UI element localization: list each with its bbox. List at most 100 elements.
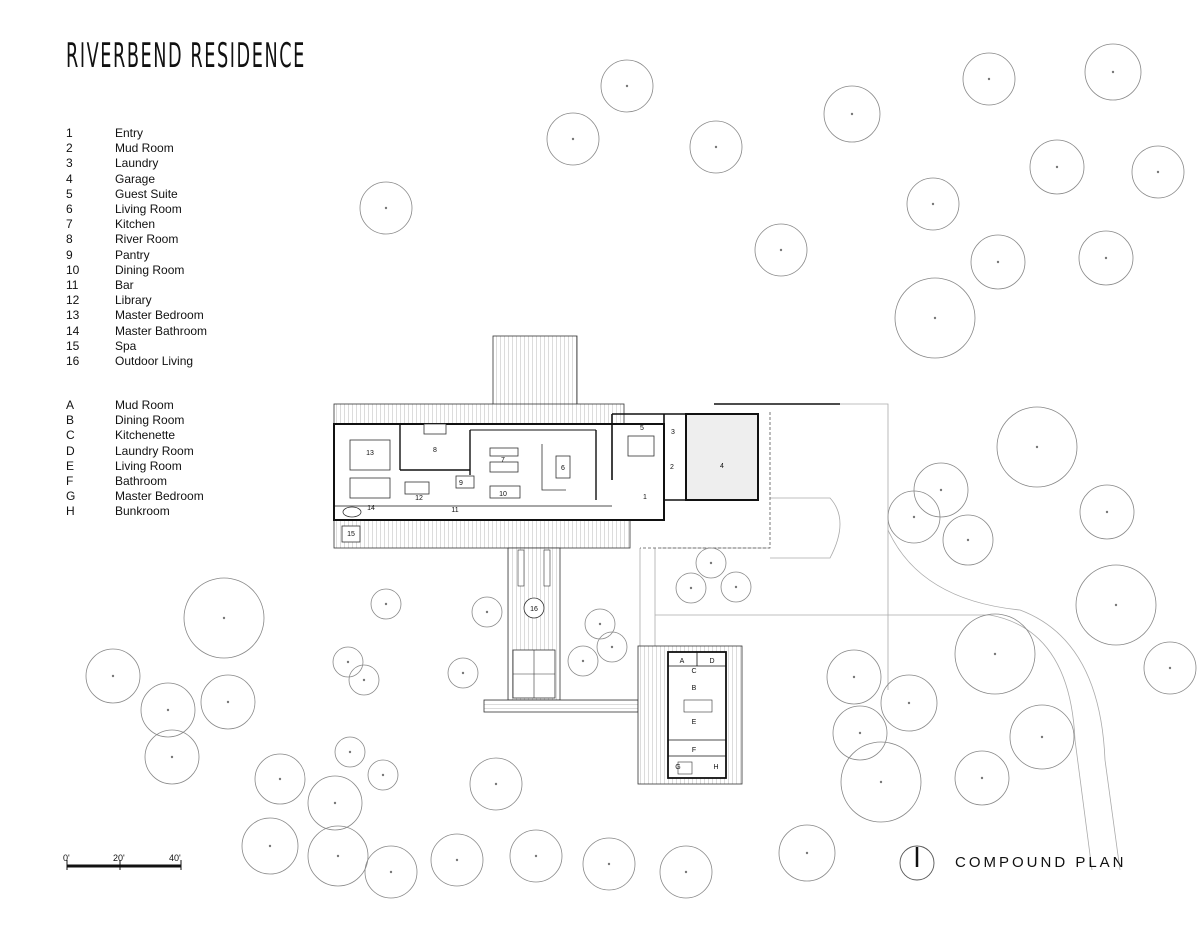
north-arrow-icon [899,845,935,881]
tree-trunk-dot [222,616,226,620]
legend-label: Guest Suite [115,186,178,201]
legend-label: Master Bedroom [115,489,204,504]
tree-canopy [307,775,363,831]
tree-canopy [1084,43,1142,101]
room-tag: D [709,658,714,665]
tree-trunk-dot [858,731,862,735]
tree-canopy [823,85,881,143]
scale-label-0: 0' [63,853,70,863]
room-tag: 5 [640,425,644,432]
legend-label: Garage [115,171,156,186]
tree-trunk-dot [278,777,282,781]
room-tag: 12 [415,495,423,502]
legend-label: Bunkroom [115,504,170,519]
tree-trunk-dot [779,248,783,252]
tree-trunk-dot [805,851,809,855]
legend-key: B [66,413,75,428]
room-tag: 3 [671,429,675,436]
legend-label: Dining Room [115,413,185,428]
tree-trunk-dot [931,202,935,206]
tree-trunk-dot [1111,70,1115,74]
plan-label: COMPOUND PLAN [955,854,1127,871]
tree-trunk-dot [461,671,465,675]
tree-trunk-dot [494,782,498,786]
tree-trunk-dot [362,678,366,682]
entry-wall [611,413,686,501]
tree-trunk-dot [336,854,340,858]
scale-bar [66,860,182,870]
legend-key: 4 [66,171,73,186]
room-tag: 2 [670,464,674,471]
house-south-deck [333,519,631,549]
legend-key: 11 [66,278,79,293]
tree-canopy [183,577,265,659]
tree-canopy [509,829,563,883]
tree-canopy [1075,564,1157,646]
tree-canopy [1009,704,1075,770]
tree-trunk-dot [1105,510,1109,514]
tree-canopy [894,277,976,359]
scale-label-40: 40' [169,853,181,863]
tree-canopy [471,596,503,628]
tree-canopy [906,177,960,231]
tree-trunk-dot [607,862,611,866]
room-tag: 16 [530,606,538,613]
tree-canopy [675,572,707,604]
legend-key: H [66,504,75,519]
tree-group [85,43,1197,899]
tree-trunk-dot [689,586,693,590]
legend-label: Living Room [115,458,182,473]
legend-key: A [66,398,75,412]
room-tag: 13 [366,450,374,457]
room-tag: H [713,764,718,771]
house-deck-band [333,403,625,425]
tree-trunk-dot [381,773,385,777]
tree-canopy [546,112,600,166]
room-tag: 9 [459,480,463,487]
tree-canopy [954,750,1010,806]
north-deck [492,335,578,407]
legend-key: 6 [66,202,73,217]
tree-trunk-dot [684,870,688,874]
room-tag: 14 [367,505,375,512]
tree-canopy [1029,139,1085,195]
legend-key: 3 [66,156,73,171]
tree-canopy [582,837,636,891]
legend-row: 11 Bar [66,278,207,293]
legend-key: 9 [66,247,73,262]
room-tag: E [692,719,697,726]
tree-canopy [370,588,402,620]
tree-canopy [996,406,1078,488]
legend-key: 12 [66,293,80,308]
legend-key: 5 [66,186,73,201]
drawing-title: RIVERBEND RESIDENCE [66,36,306,76]
tree-trunk-dot [111,674,115,678]
tree-trunk-dot [993,652,997,656]
tree-trunk-dot [996,260,1000,264]
legend-label: Bar [115,278,134,293]
tree-trunk-dot [980,776,984,780]
room-tag: 4 [720,463,724,470]
legend-key: G [66,489,76,504]
tree-canopy [140,682,196,738]
tree-canopy [600,59,654,113]
tree-canopy [826,649,882,705]
room-tag: B [692,685,697,692]
room-tag: C [691,668,696,675]
legend-key: 8 [66,232,73,247]
legend-label: Entry [115,126,144,140]
tree-canopy [469,757,523,811]
legend-label: Mud Room [115,141,174,156]
tree-canopy [954,613,1036,695]
tree-canopy [887,490,941,544]
legend-key: 2 [66,141,73,156]
tree-canopy [840,741,922,823]
tree-trunk-dot [485,610,489,614]
